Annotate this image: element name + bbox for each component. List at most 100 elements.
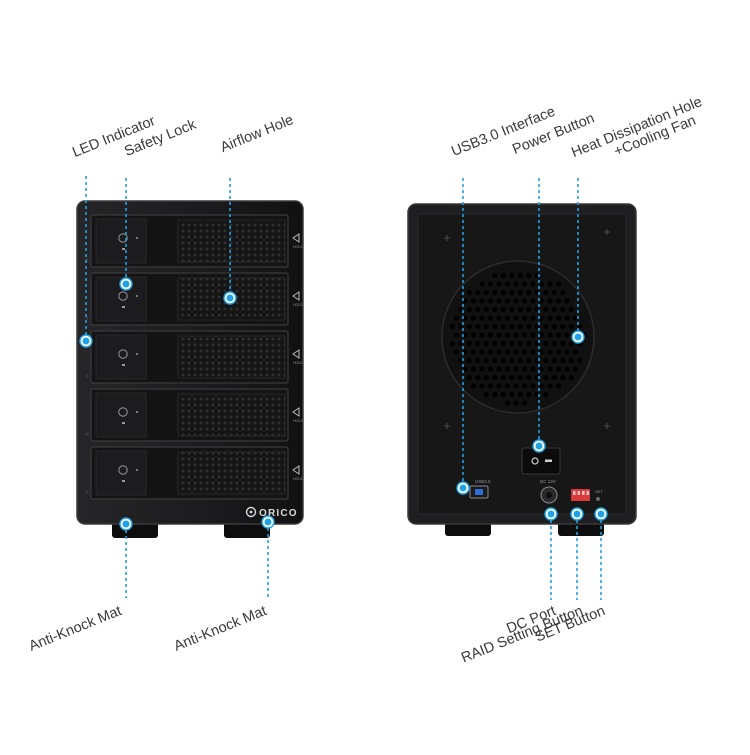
vent-hole <box>500 391 506 398</box>
bay-status-dot <box>136 237 138 239</box>
bay-label: HDD3 <box>293 361 303 365</box>
callout-lines <box>85 176 602 600</box>
vent-hole <box>564 315 570 321</box>
vent-hole <box>530 383 536 389</box>
vent-hole <box>466 357 472 364</box>
vent-hole <box>551 374 557 381</box>
safety-lock-icon[interactable] <box>118 233 128 243</box>
vent-hole <box>526 391 532 398</box>
raid-setting-switch[interactable] <box>571 489 590 501</box>
vent-hole <box>483 357 489 364</box>
callout-dot-core-anti-knock-mat-left <box>122 520 130 528</box>
brand-logo-text: ORICO <box>259 508 298 519</box>
vent-hole <box>466 306 472 313</box>
vent-hole <box>453 332 460 338</box>
vent-hole <box>492 306 498 313</box>
drive-bay[interactable]: HDD2 <box>85 272 303 326</box>
vent-hole <box>504 298 511 304</box>
lock-indicator <box>122 248 125 250</box>
vent-hole <box>500 340 506 347</box>
vent-hole <box>568 357 574 364</box>
vent-hole <box>543 323 549 330</box>
vent-hole <box>479 366 485 372</box>
bay-airflow-mesh <box>177 393 286 437</box>
vent-hole <box>513 383 519 389</box>
drive-bay[interactable]: HDD5 <box>85 446 303 500</box>
set-button[interactable] <box>596 497 600 501</box>
vent-hole <box>492 340 498 347</box>
vent-hole <box>551 357 557 364</box>
vent-hole <box>547 383 553 389</box>
vent-hole <box>483 391 489 398</box>
drive-bay[interactable]: HDD4 <box>85 388 303 442</box>
vent-hole <box>487 366 494 372</box>
vent-hole <box>526 374 532 381</box>
vent-hole <box>572 366 579 372</box>
vent-hole <box>530 281 536 287</box>
vent-hole <box>500 374 506 381</box>
callout-dot-core-dc-port <box>547 510 555 518</box>
vent-hole <box>521 332 528 338</box>
vent-hole <box>483 340 489 347</box>
vent-hole <box>500 289 506 296</box>
vent-hole <box>521 281 528 287</box>
vent-hole <box>521 315 528 321</box>
callout-dot-core-heat-dissipation <box>574 333 582 341</box>
vent-hole <box>568 306 574 313</box>
callout-dot-core-power-button <box>535 442 543 450</box>
vent-hole <box>517 340 523 347</box>
vent-hole <box>479 315 485 321</box>
vent-hole <box>517 306 523 313</box>
vent-hole <box>479 298 485 304</box>
bay-status-dot <box>136 353 138 355</box>
vent-hole <box>453 315 460 321</box>
vent-hole <box>496 315 502 321</box>
vent-hole <box>483 289 489 296</box>
vent-hole <box>543 289 549 296</box>
safety-lock-icon[interactable] <box>118 291 128 301</box>
vent-hole <box>496 366 502 372</box>
drive-bay[interactable]: HDD3 <box>85 330 303 384</box>
vent-hole <box>526 306 532 313</box>
vent-hole <box>475 306 481 313</box>
vent-hole <box>500 306 506 313</box>
lock-indicator <box>122 364 125 366</box>
vent-hole <box>449 340 455 347</box>
vent-hole <box>470 315 477 321</box>
vent-hole <box>555 349 562 355</box>
eject-arrow-icon <box>292 291 300 301</box>
bay-status-dot <box>136 469 138 471</box>
bay-door-panel <box>95 334 147 380</box>
vent-hole <box>513 332 519 338</box>
vent-hole <box>479 383 485 389</box>
drive-bay[interactable]: HDD1 <box>85 214 303 268</box>
vent-hole <box>492 374 498 381</box>
vent-hole <box>483 306 489 313</box>
vent-hole <box>530 332 536 338</box>
vent-hole <box>483 323 489 330</box>
led-indicator <box>85 316 89 320</box>
vent-hole <box>534 323 540 330</box>
vent-hole <box>504 281 511 287</box>
callout-dot-core-anti-knock-mat-right <box>264 518 272 526</box>
set-label: SET <box>595 489 603 494</box>
callout-dot-core-usb-interface <box>459 484 467 492</box>
vent-hole <box>517 323 523 330</box>
eject-arrow-icon <box>292 349 300 359</box>
vent-hole <box>496 281 502 287</box>
vent-hole <box>568 374 574 381</box>
vent-hole <box>509 340 515 347</box>
vent-hole <box>513 349 519 355</box>
safety-lock-icon[interactable] <box>118 407 128 417</box>
safety-lock-icon[interactable] <box>118 465 128 475</box>
vent-hole <box>466 340 472 347</box>
vent-hole <box>487 281 494 287</box>
raid-switch-toggles <box>573 491 589 495</box>
vent-hole <box>475 289 481 296</box>
bay-airflow-mesh <box>177 219 286 263</box>
safety-lock-icon[interactable] <box>118 349 128 359</box>
vent-hole <box>470 366 477 372</box>
vent-hole <box>513 315 519 321</box>
bay-airflow-mesh <box>177 277 286 321</box>
